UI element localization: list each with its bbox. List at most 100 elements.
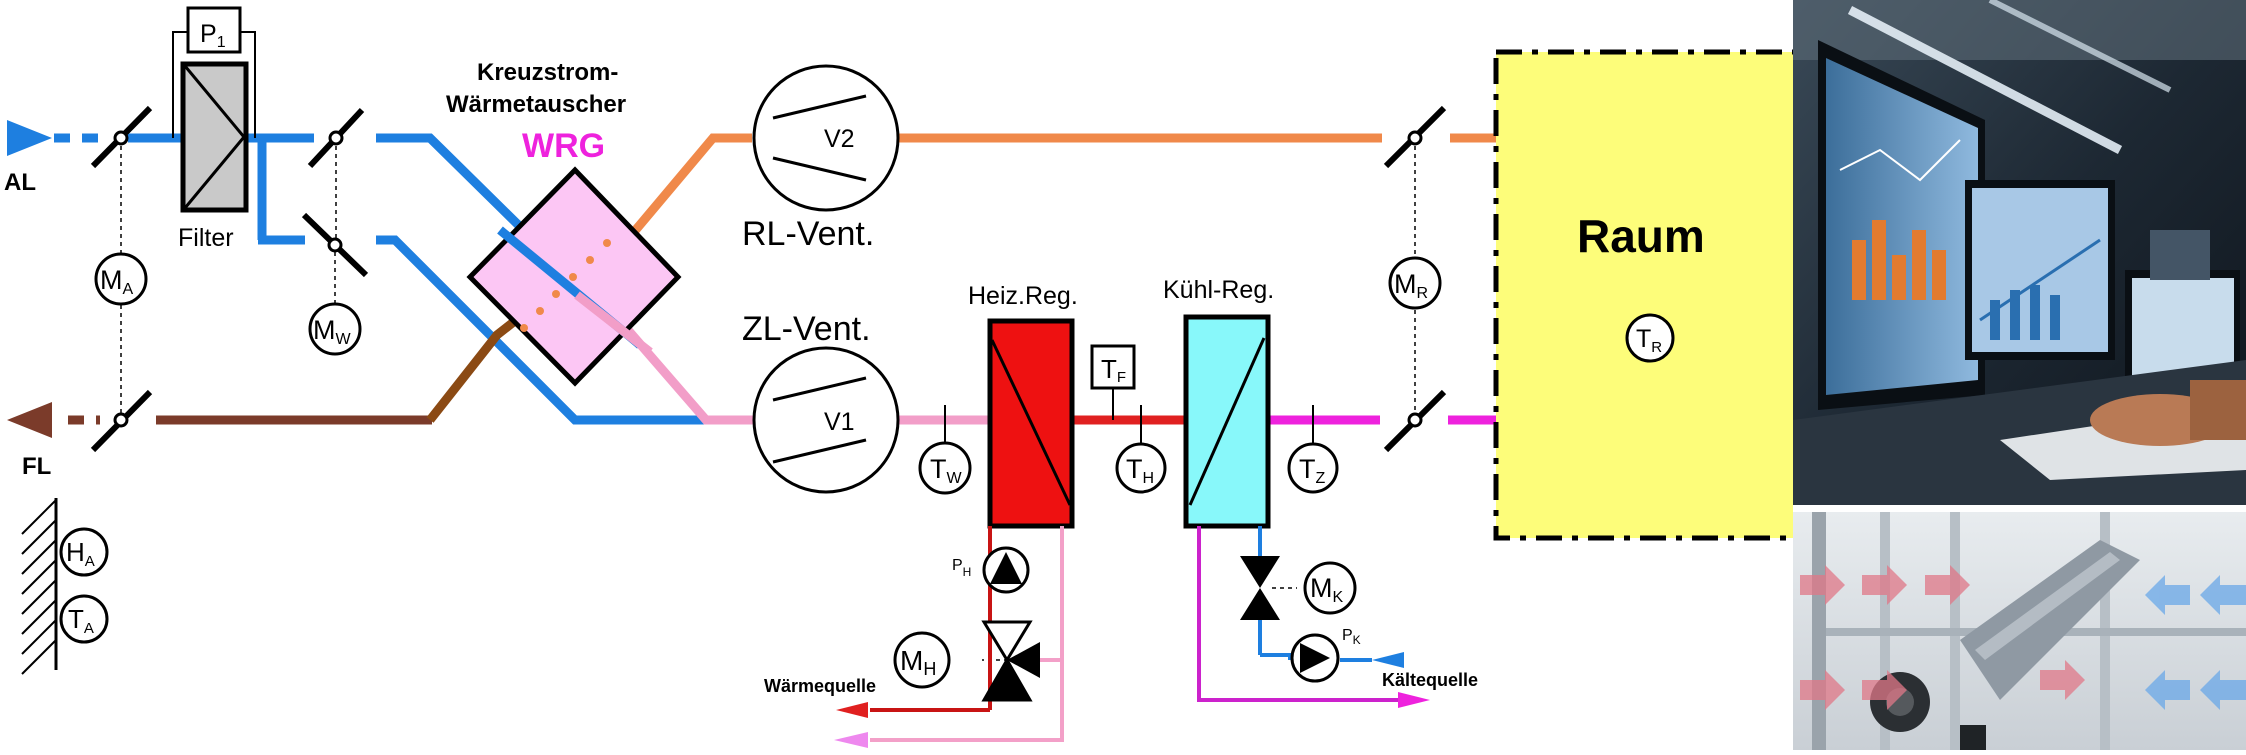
ha-sensor: HA	[59, 527, 109, 577]
mh-actuator: MH	[893, 631, 951, 689]
rl-vent-label: RL-Vent.	[742, 215, 874, 253]
control-room-monitors-photo	[1793, 0, 2246, 505]
svg-text:TW: TW	[930, 454, 963, 487]
damper-bypass-bottom[interactable]	[301, 212, 369, 278]
heating-coil[interactable]	[987, 318, 1075, 529]
mw-main: M	[313, 315, 336, 345]
cooling-coil[interactable]	[1183, 314, 1271, 529]
svg-text:TH: TH	[1126, 454, 1154, 487]
svg-text:MW: MW	[313, 315, 352, 348]
tr-main: T	[1636, 325, 1651, 353]
svg-text:TA: TA	[68, 604, 94, 637]
cooling-piping	[1197, 526, 1400, 702]
ph-main: P	[952, 557, 963, 574]
hx-title-line1: Kreuzstrom-	[477, 59, 618, 86]
tw-sub: W	[947, 470, 963, 487]
svg-text:MA: MA	[100, 265, 134, 298]
room	[1493, 49, 1809, 541]
svg-text:TF: TF	[1101, 354, 1126, 386]
kaeltequelle-label: Kältequelle	[1382, 670, 1478, 690]
filter[interactable]	[180, 61, 249, 213]
room-label: Raum	[1577, 210, 1705, 262]
mk-actuator: MK	[1303, 561, 1357, 615]
svg-text:TR: TR	[1636, 325, 1662, 356]
ha-main: H	[66, 537, 85, 567]
ph-sub: H	[963, 565, 972, 579]
exhaust-air-outlet-arrow	[7, 402, 52, 438]
svg-text:PH: PH	[952, 557, 971, 579]
mr-main: M	[1394, 269, 1417, 299]
svg-text:TZ: TZ	[1299, 454, 1326, 487]
svg-text:PK: PK	[1342, 627, 1361, 647]
ta-sub: A	[84, 620, 94, 637]
svg-text:MK: MK	[1310, 573, 1344, 606]
tr-sub: R	[1651, 339, 1662, 356]
cold-supply-arrow	[1372, 652, 1404, 668]
kuehl-reg-label: Kühl-Reg.	[1163, 276, 1274, 304]
ta-sensor: TA	[59, 594, 109, 644]
tr-sensor: TR	[1625, 313, 1675, 363]
tz-sensor: TZ	[1287, 405, 1339, 494]
th-sub: H	[1143, 470, 1155, 487]
cooling-pump[interactable]	[1290, 633, 1340, 683]
tw-main: T	[930, 454, 947, 484]
fan-v1-label: V1	[824, 408, 855, 436]
pk-main: P	[1342, 627, 1353, 644]
fan-v2[interactable]	[752, 64, 900, 212]
heating-piping	[870, 526, 1064, 742]
outside-air-inlet-arrow	[7, 120, 52, 156]
svg-text:MH: MH	[900, 645, 936, 679]
ma-sub: A	[123, 281, 134, 298]
tf-sub: F	[1117, 369, 1126, 386]
tf-main: T	[1101, 354, 1117, 384]
damper-return-air[interactable]	[1383, 105, 1447, 169]
tz-sub: Z	[1316, 470, 1326, 487]
heat-return-arrow	[834, 732, 868, 748]
label-fl: FL	[22, 453, 51, 480]
mr-sub: R	[1417, 285, 1429, 302]
zl-vent-label: ZL-Vent.	[742, 310, 871, 348]
ma-main: M	[100, 265, 123, 295]
ma-actuator: MA	[94, 252, 148, 306]
svg-text:MR: MR	[1394, 269, 1428, 302]
fan-v2-label: V2	[824, 125, 855, 153]
tf-sensor: TF	[1090, 344, 1136, 420]
pk-sub: K	[1353, 633, 1361, 647]
actuator-links	[120, 146, 1416, 661]
p1-main: P	[200, 20, 217, 48]
ha-sub: A	[85, 553, 95, 570]
heating-three-way-valve[interactable]	[981, 620, 1040, 702]
ta-main: T	[68, 604, 84, 634]
mw-sub: W	[336, 331, 352, 348]
damper-outside-air[interactable]	[90, 105, 153, 169]
svg-text:HA: HA	[66, 537, 95, 570]
mh-main: M	[900, 645, 923, 676]
th-main: T	[1126, 454, 1143, 484]
damper-exhaust-air[interactable]	[90, 389, 153, 453]
tw-sensor: TW	[918, 405, 972, 495]
fan-v1[interactable]	[752, 346, 900, 494]
p1-sub: 1	[217, 34, 226, 51]
mw-actuator: MW	[308, 302, 362, 356]
hx-title-line2: Wärmetauscher	[446, 91, 626, 118]
air-handling-unit-photo	[1793, 505, 2246, 750]
heiz-reg-label: Heiz.Reg.	[968, 282, 1078, 310]
svg-text:P1: P1	[200, 20, 226, 51]
mh-sub: H	[923, 659, 936, 679]
label-filter: Filter	[178, 224, 234, 252]
damper-bypass-top[interactable]	[307, 107, 365, 169]
heat-exchanger[interactable]	[466, 166, 682, 387]
outside-wall	[21, 498, 58, 675]
cold-return-arrow	[1398, 692, 1430, 708]
label-al: AL	[4, 169, 36, 196]
waermequelle-label: Wärmequelle	[764, 676, 876, 696]
cooling-valve[interactable]	[1240, 556, 1280, 620]
wrg-label: WRG	[522, 127, 605, 165]
heat-supply-arrow	[836, 702, 868, 718]
damper-supply-air[interactable]	[1383, 389, 1447, 453]
p1-pressure-sensor	[172, 6, 256, 138]
th-sensor: TH	[1115, 405, 1167, 494]
heating-pump[interactable]	[982, 546, 1030, 594]
tz-main: T	[1299, 454, 1316, 484]
